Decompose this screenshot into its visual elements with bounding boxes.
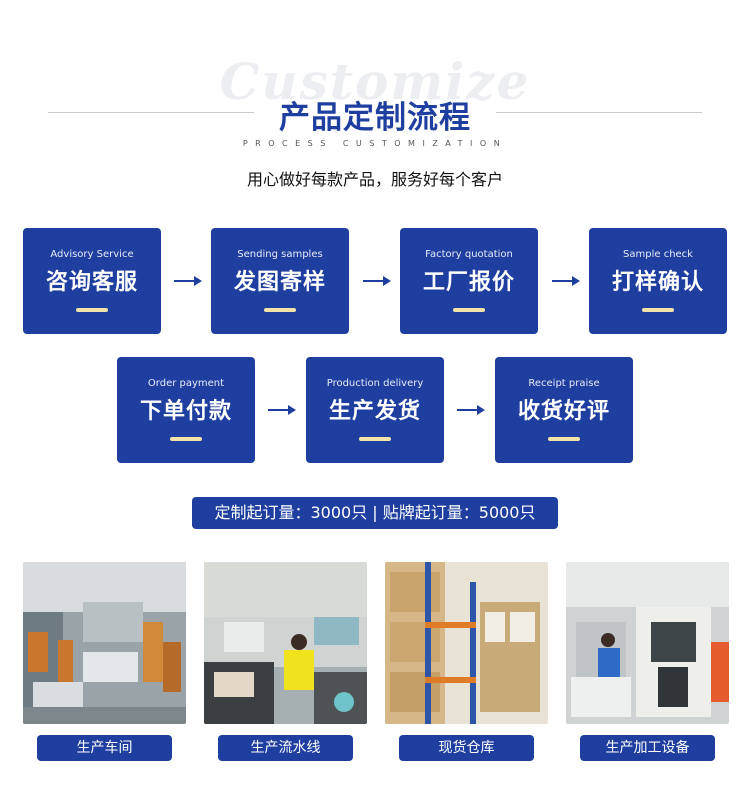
step-label-en: Order payment [147,378,225,389]
processing-equipment-photo [566,562,729,724]
step-card-order-payment: Order payment 下单付款 [117,357,255,463]
arrow-right-icon [363,275,391,287]
moq-banner: 定制起订量：3000只 | 贴牌起订量：5000只 [192,497,558,529]
step-card-receipt-praise: Receipt praise 收货好评 [495,357,633,463]
title-rule-left [48,112,254,113]
step-card-factory-quotation: Factory quotation 工厂报价 [400,228,538,334]
warehouse-photo [385,562,548,724]
step-accent-bar [642,308,674,312]
page-subtitle-en: PROCESS CUSTOMIZATION [242,139,508,148]
step-accent-bar [76,308,108,312]
step-card-sample-check: Sample check 打样确认 [589,228,727,334]
step-accent-bar [548,437,580,441]
step-accent-bar [453,308,485,312]
step-label-cn: 发图寄样 [233,270,326,295]
caption-workshop: 生产车间 [37,735,172,761]
step-accent-bar [264,308,296,312]
step-label-cn: 咨询客服 [45,270,138,295]
tagline: 用心做好每款产品，服务好每个客户 [246,170,503,189]
step-accent-bar [359,437,391,441]
step-card-sending-samples: Sending samples 发图寄样 [211,228,349,334]
step-label-cn: 下单付款 [139,399,232,424]
step-label-en: Factory quotation [425,249,513,260]
step-label-cn: 打样确认 [611,270,704,295]
caption-processing-equipment: 生产加工设备 [580,735,715,761]
step-label-en: Sample check [623,249,693,260]
step-label-en: Sending samples [237,249,323,260]
customize-watermark: Customize [219,52,531,111]
caption-production-line: 生产流水线 [218,735,353,761]
arrow-right-icon [457,404,485,416]
step-label-cn: 收货好评 [517,399,610,424]
step-label-cn: 生产发货 [328,399,421,424]
title-rule-right [496,112,702,113]
step-card-advisory: Advisory Service 咨询客服 [23,228,161,334]
arrow-right-icon [552,275,580,287]
arrow-right-icon [268,404,296,416]
arrow-right-icon [174,275,202,287]
step-accent-bar [170,437,202,441]
step-label-en: Receipt praise [528,378,600,389]
workshop-photo [23,562,186,724]
step-label-en: Production delivery [326,378,424,389]
step-label-cn: 工厂报价 [422,270,515,295]
caption-warehouse: 现货仓库 [399,735,534,761]
step-card-production-delivery: Production delivery 生产发货 [306,357,444,463]
step-label-en: Advisory Service [50,249,134,260]
production-line-photo [204,562,367,724]
page-title: 产品定制流程 [279,100,471,136]
